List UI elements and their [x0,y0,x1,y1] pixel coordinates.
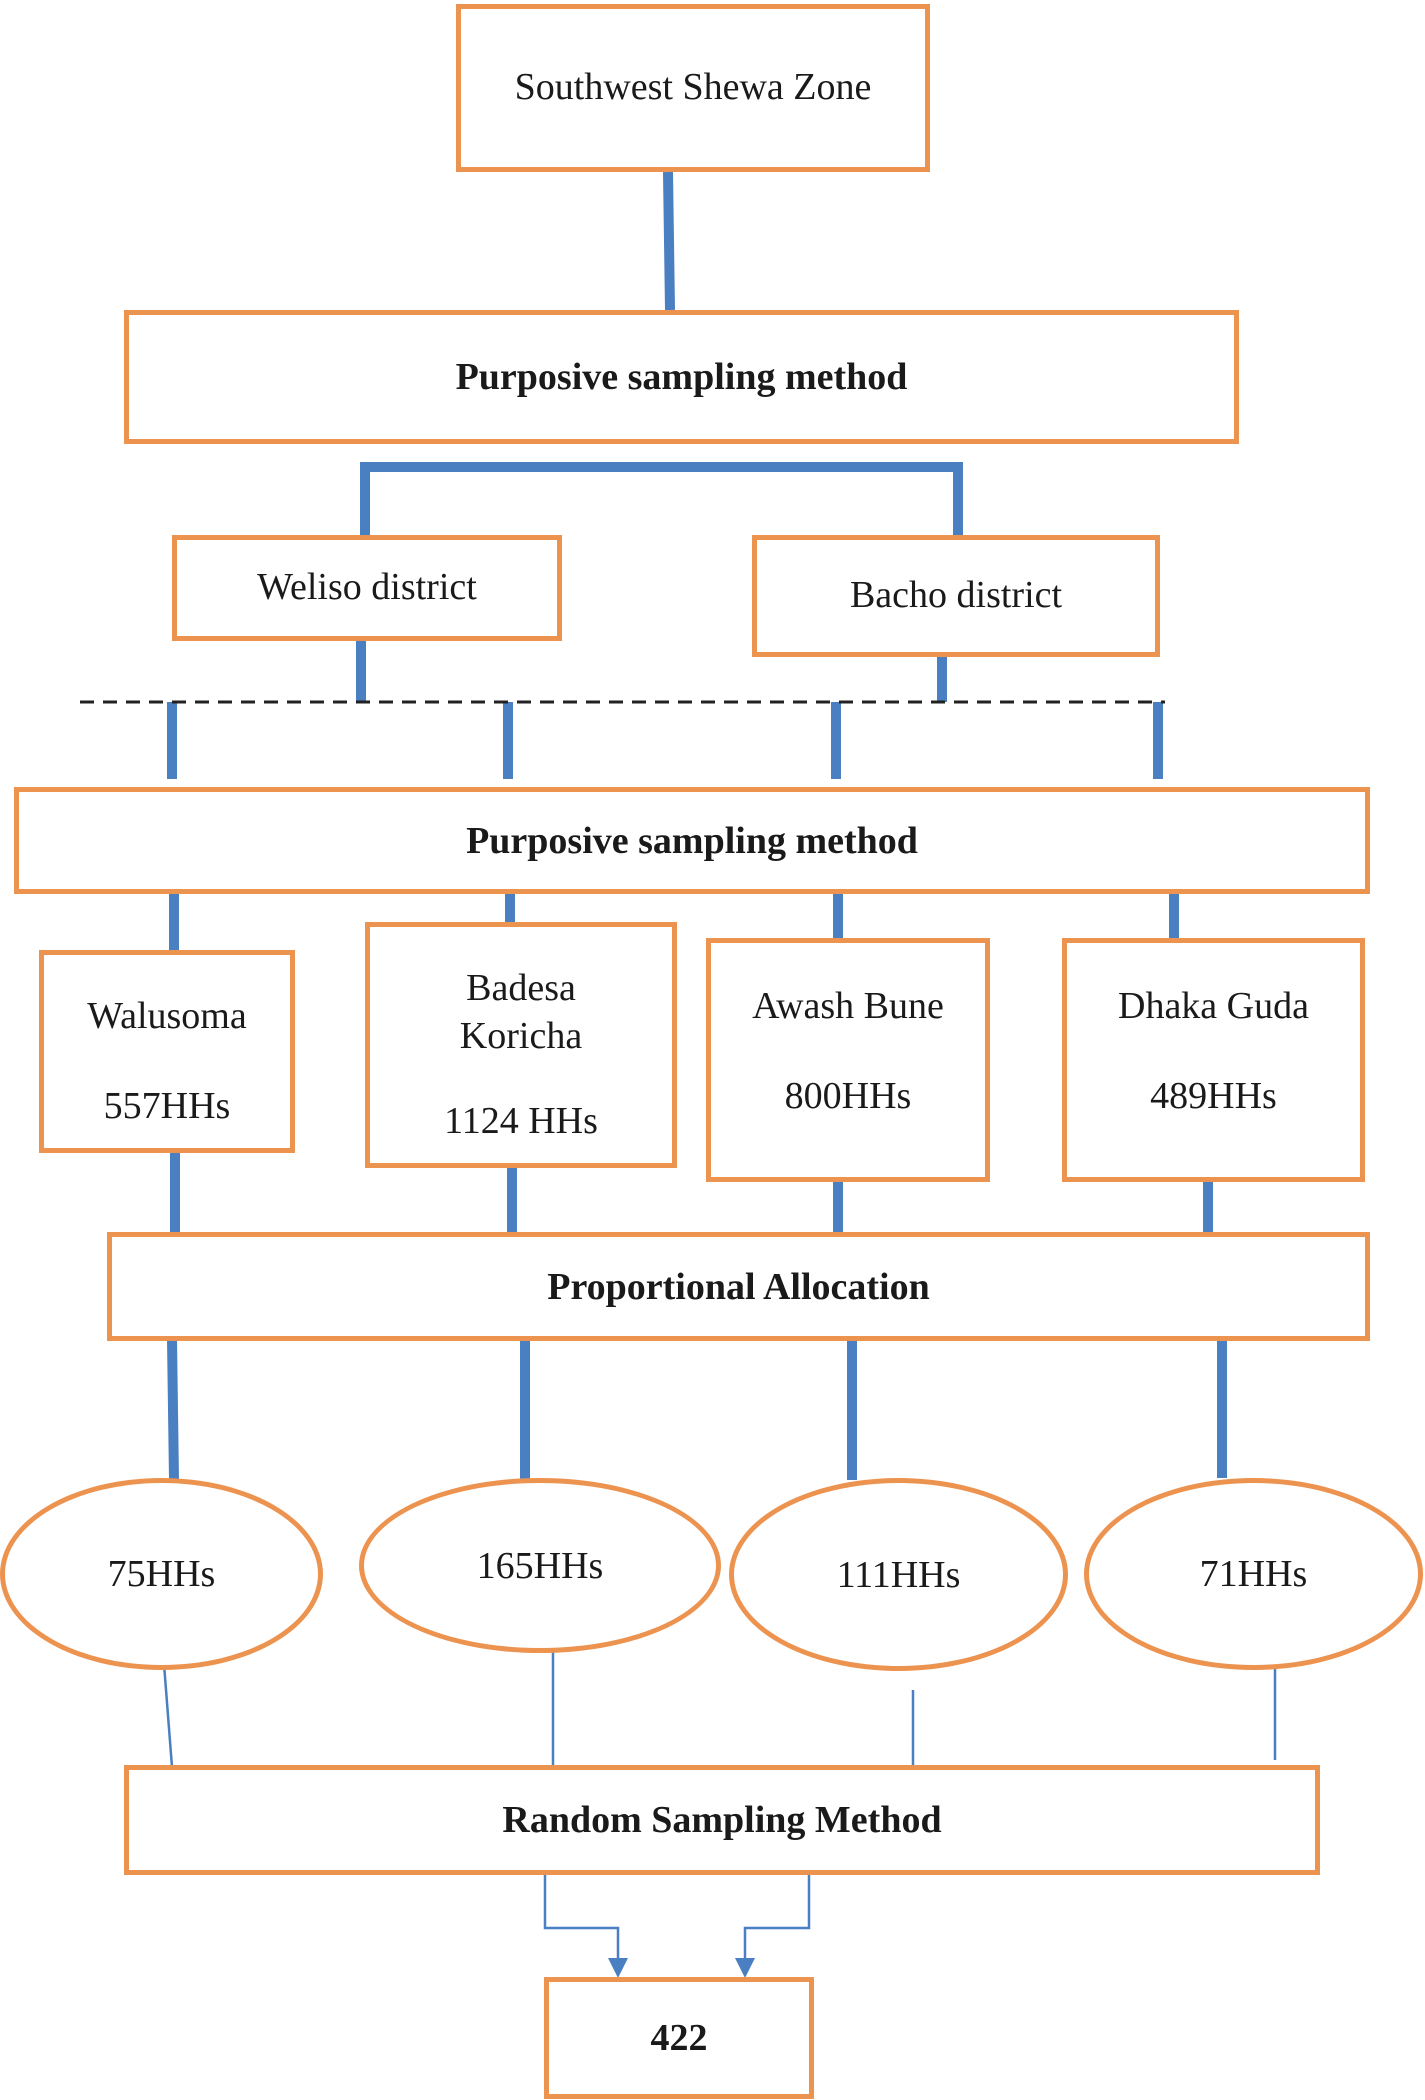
connector-method-districts [360,462,963,537]
kebele-name: Awash Bune [752,985,944,1027]
kebele-name: Badesa Koricha [459,967,583,1057]
arrowhead-right [735,1958,755,1978]
kebele-box-awash-bune: Awash Bune 800HHs [706,938,990,1182]
random-sampling-box: Random Sampling Method [124,1765,1320,1875]
thin-connector-1 [162,1663,174,1768]
purposive-method-label-1: Purposive sampling method [455,356,908,398]
sample-value: 71HHs [1199,1553,1308,1595]
allocation-box: Proportional Allocation [107,1232,1370,1341]
sample-oval-1: 75HHs [0,1478,323,1670]
kebele-box-dhaka-guda: Dhaka Guda 489HHs [1062,938,1365,1182]
kebele-name: Dhaka Guda [1118,985,1309,1027]
connector-sample-1 [167,1338,179,1481]
arrow-line-right [743,1873,811,1960]
sample-oval-2: 165HHs [359,1478,721,1653]
arrowhead-left [608,1958,628,1978]
sample-oval-3: 111HHs [729,1478,1068,1671]
random-sampling-label: Random Sampling Method [502,1799,942,1841]
kebele-box-badesa-koricha: Badesa Koricha 1124 HHs [365,922,677,1168]
kebele-households: 1124 HHs [444,1100,598,1142]
purposive-method-label-2: Purposive sampling method [466,819,918,862]
zone-box: Southwest Shewa Zone [456,4,930,172]
sample-value: 165HHs [476,1544,604,1587]
total-box: 422 [544,1977,814,2099]
purposive-method-box-1: Purposive sampling method [124,310,1239,444]
arrow-line-left [543,1873,620,1960]
sample-value: 111HHs [836,1553,961,1596]
district-label-bacho: Bacho district [849,574,1063,617]
kebele-households: 800HHs [784,1074,912,1117]
allocation-label: Proportional Allocation [547,1265,930,1308]
sample-oval-4: 71HHs [1084,1478,1423,1670]
district-label-weliso: Weliso district [257,566,477,609]
kebele-households: 557HHs [103,1084,231,1127]
kebele-households: 489HHs [1150,1074,1277,1117]
district-box-weliso: Weliso district [172,535,562,641]
kebele-name: Walusoma [87,995,247,1037]
connector-zone-method [663,171,675,311]
purposive-method-box-2: Purposive sampling method [14,787,1370,894]
kebele-box-walusoma: Walusoma 557HHs [39,950,295,1153]
total-value: 422 [650,2017,708,2059]
district-box-bacho: Bacho district [752,535,1160,657]
zone-label: Southwest Shewa Zone [514,66,872,109]
sample-value: 75HHs [107,1553,216,1595]
